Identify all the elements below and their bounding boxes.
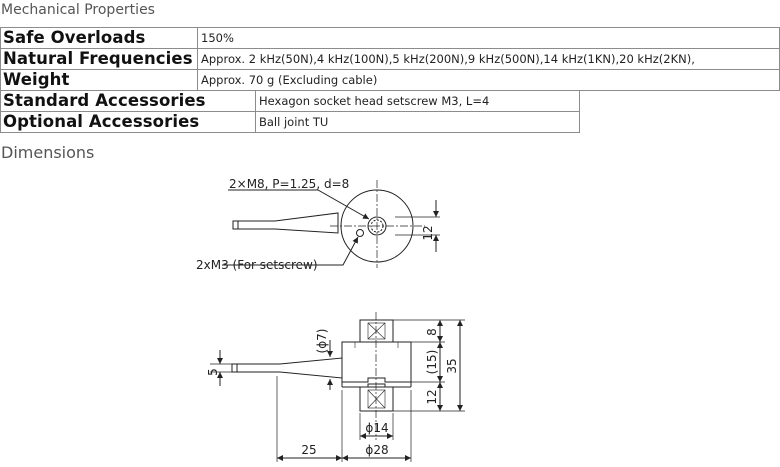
top-12-dim: 12 xyxy=(421,225,435,240)
side-body xyxy=(341,341,412,383)
optional-accessories-label: Optional Accessories xyxy=(0,111,256,133)
cable-25-dim: 25 xyxy=(301,443,316,457)
setscrew-label: 2xM3 (For setscrew) xyxy=(196,258,318,272)
weight-value: Approx. 70 g (Excluding cable) xyxy=(197,69,780,91)
body-phi28-dim: ϕ28 xyxy=(365,443,388,457)
dimensions-heading: Dimensions xyxy=(1,143,95,162)
standard-accessories-value: Hexagon socket head setscrew M3, L=4 xyxy=(255,90,580,112)
bore-phi7-dim: (ϕ7) xyxy=(315,329,329,354)
accessories-table: Standard Accessories Hexagon socket head… xyxy=(0,90,580,133)
safe-overloads-label: Safe Overloads xyxy=(0,27,198,49)
flange-8-dim: 8 xyxy=(425,328,439,336)
table-row: Safe Overloads 150% xyxy=(0,27,780,49)
optional-accessories-value: Ball joint TU xyxy=(255,111,580,133)
mechanical-properties-heading: Mechanical Properties xyxy=(1,2,155,18)
top-view xyxy=(222,180,440,268)
height-35-dim: 35 xyxy=(445,358,459,373)
table-row: Optional Accessories Ball joint TU xyxy=(0,111,580,133)
center-15-dim: (15) xyxy=(425,350,439,375)
side-cable xyxy=(231,357,343,379)
thread-label: 2×M8, P=1.25, d=8 xyxy=(229,177,349,191)
top-cable xyxy=(232,212,339,234)
table-row: Weight Approx. 70 g (Excluding cable) xyxy=(0,69,780,91)
cable-5-dim: 5 xyxy=(206,368,220,376)
hole-phi14-dim: ϕ14 xyxy=(365,421,388,435)
side-view xyxy=(210,312,465,462)
natural-frequencies-label: Natural Frequencies xyxy=(0,48,198,70)
mechanical-properties-table: Safe Overloads 150% Natural Frequencies … xyxy=(0,27,780,91)
flange-12-dim: 12 xyxy=(425,389,439,404)
